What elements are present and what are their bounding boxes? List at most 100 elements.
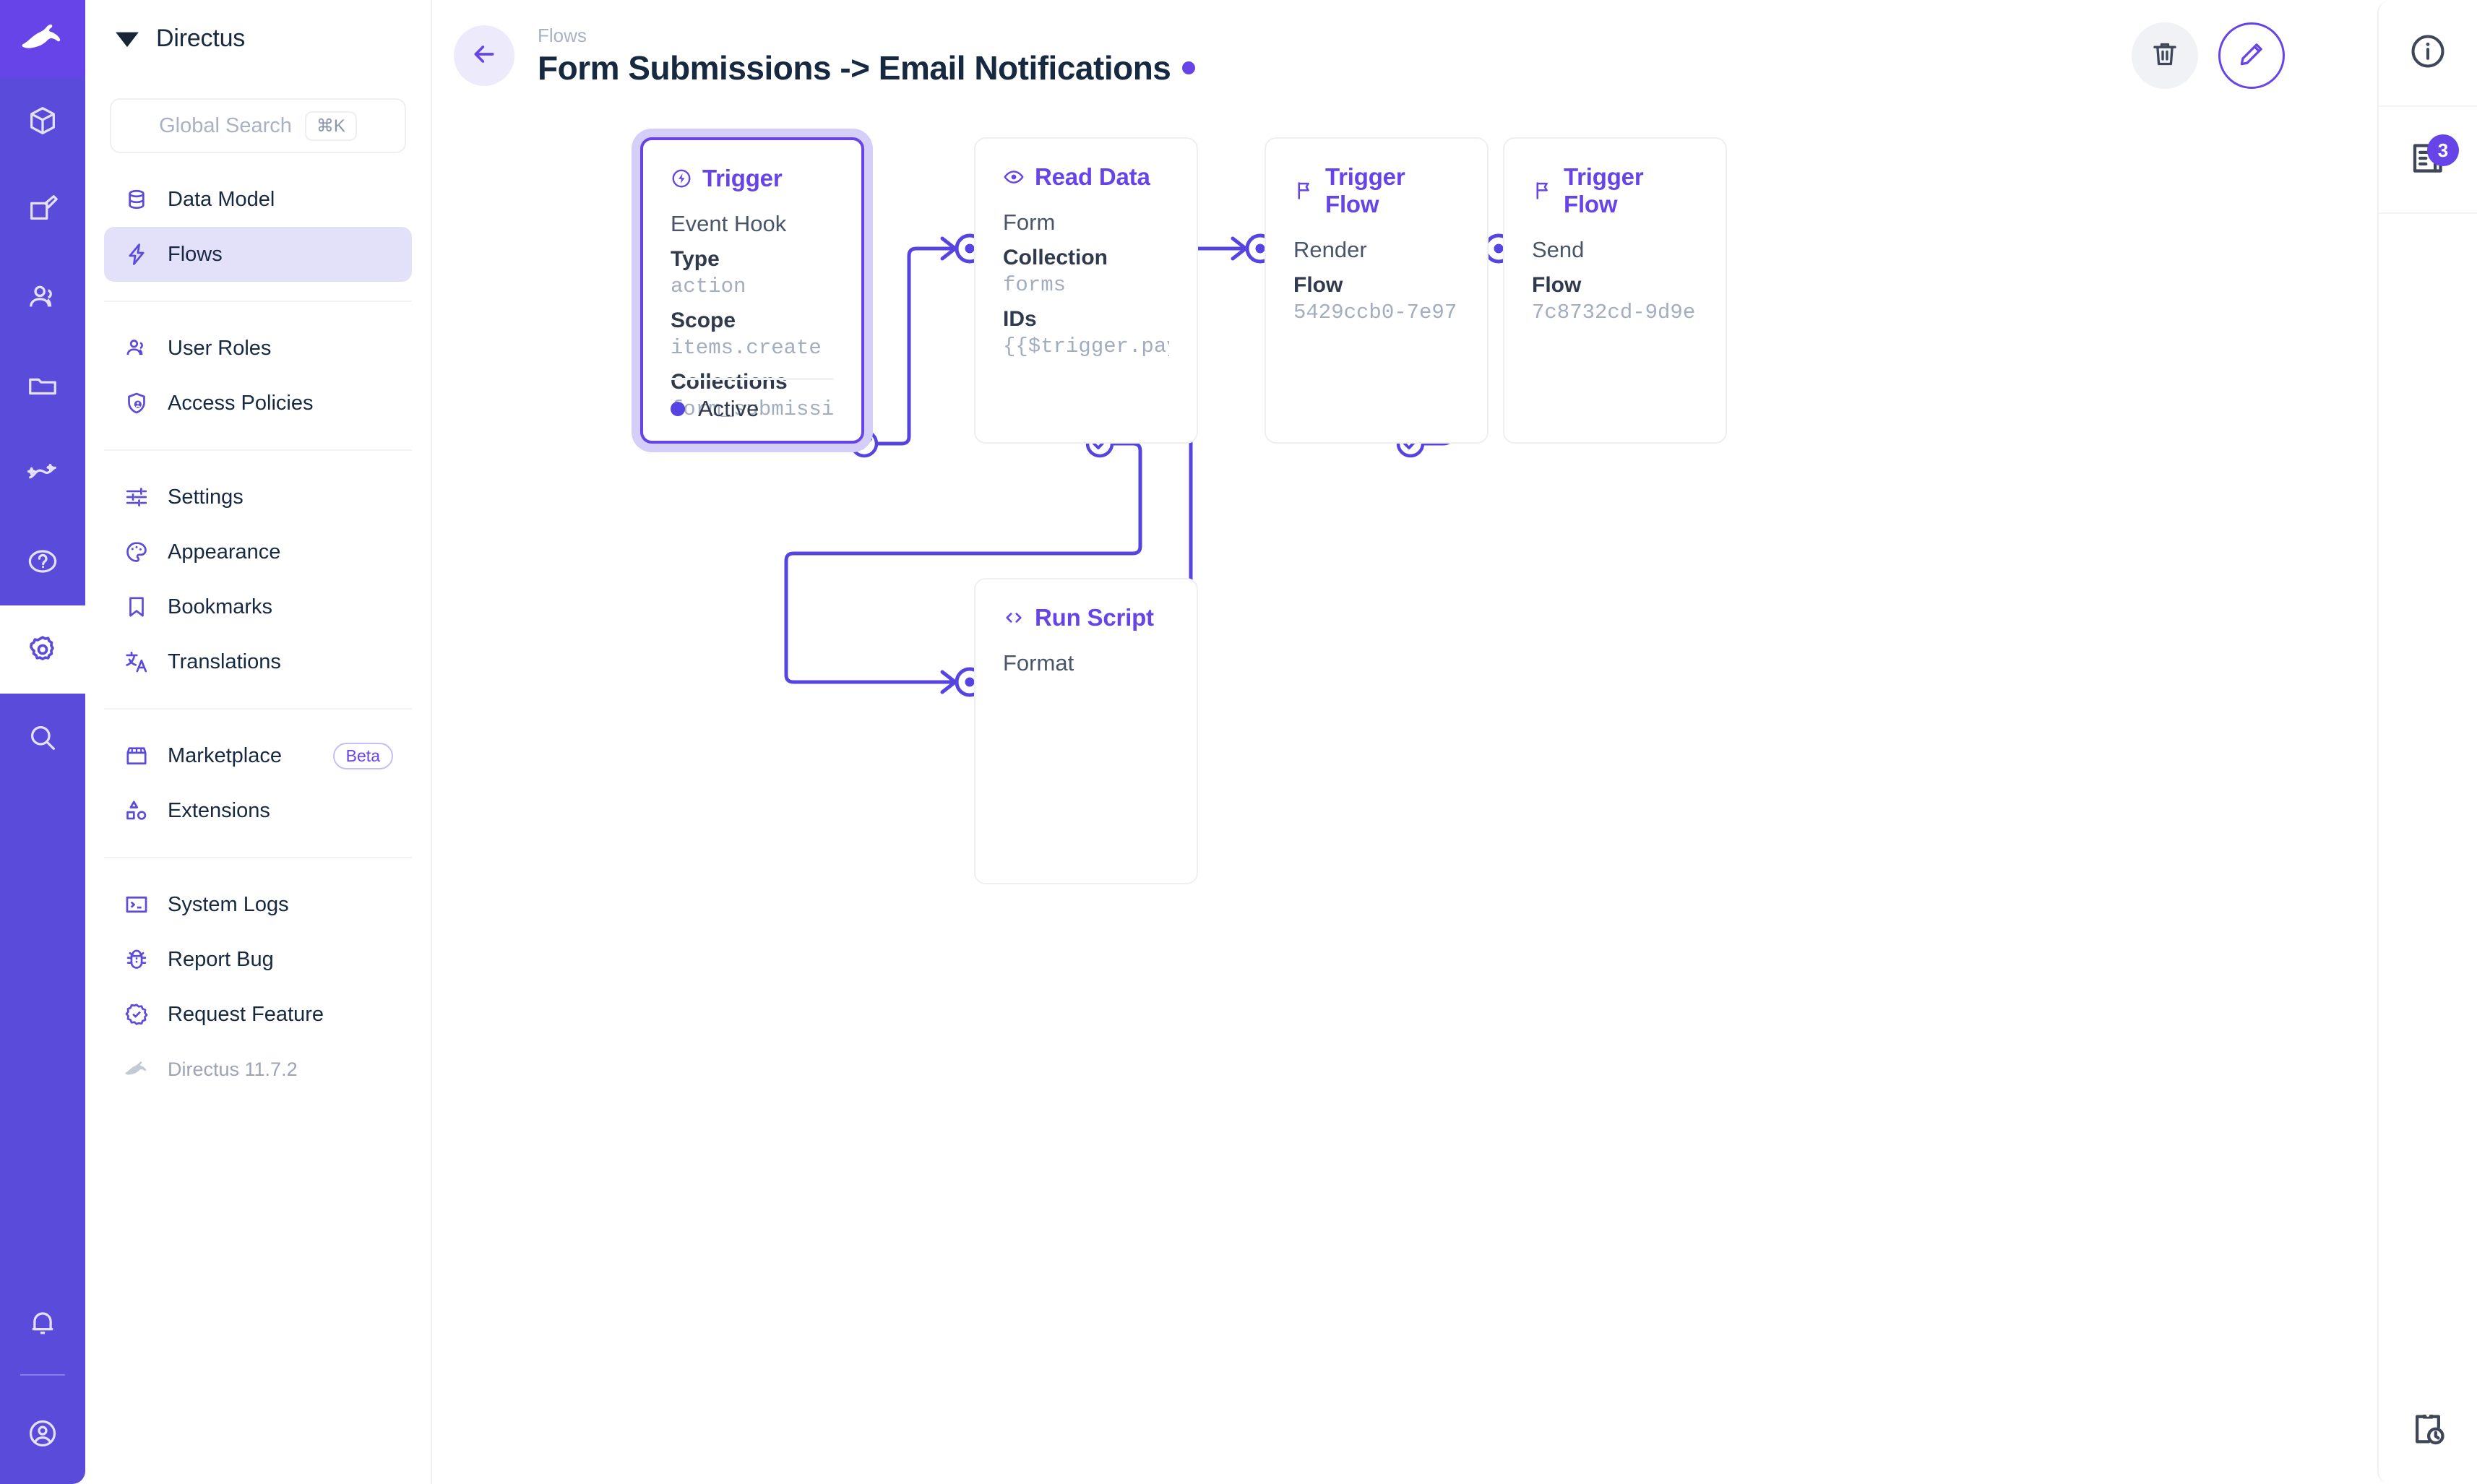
sidebar-item-appearance[interactable]: Appearance (104, 525, 412, 579)
node-operation: Render (1293, 237, 1367, 262)
nav-group-support: System Logs Report Bug Request Feature (104, 857, 412, 1097)
breadcrumb[interactable]: Flows (538, 24, 587, 46)
field-key: Type (671, 247, 720, 271)
bolt-circle-icon (671, 168, 692, 189)
field-value: form_submissions (671, 397, 834, 421)
sidebar-item-label: Flows (168, 242, 223, 266)
sidebar-item-user-roles[interactable]: User Roles (104, 321, 412, 376)
sidebar-item-flows[interactable]: Flows (104, 227, 412, 282)
node-title-label: Trigger Flow (1325, 163, 1405, 217)
revisions-badge: 3 (2427, 134, 2459, 166)
field-key: Collection (1003, 246, 1108, 269)
sidebar-item-request-feature[interactable]: Request Feature (104, 987, 412, 1042)
search-input[interactable]: Global Search ⌘K (110, 98, 406, 153)
eye-icon (1003, 166, 1025, 188)
breadcrumb-and-title: Flows Form Submissions -> Email Notifica… (538, 24, 1196, 87)
bolt-icon (123, 241, 150, 268)
page-title: Form Submissions -> Email Notifications (538, 48, 1171, 87)
sidebar-item-label: Report Bug (168, 947, 274, 971)
sidebar-item-label: User Roles (168, 336, 272, 360)
node-status: Active (671, 378, 834, 422)
account-button[interactable] (0, 1383, 85, 1484)
sidebar-item-label: Extensions (168, 798, 270, 822)
terminal-icon (123, 891, 150, 918)
page-header: Flows Form Submissions -> Email Notifica… (432, 0, 2377, 111)
shapes-icon (123, 797, 150, 824)
flag-icon (1293, 180, 1315, 202)
node-title: Trigger Flow (1532, 163, 1698, 218)
directus-rabbit-logo[interactable] (0, 0, 85, 77)
module-content[interactable] (0, 77, 85, 165)
sidebar-item-access-policies[interactable]: Access Policies (104, 376, 412, 431)
shield-user-icon (123, 389, 150, 417)
info-button[interactable] (2378, 0, 2477, 107)
field-value: action (671, 275, 746, 298)
module-users[interactable] (0, 253, 85, 341)
flow-node-trigger[interactable]: Trigger Event Hook Type action Scope ite… (640, 137, 864, 444)
clipboard-clock-icon (2408, 1410, 2447, 1452)
code-brackets-icon (1003, 607, 1025, 629)
rail-divider (20, 1374, 65, 1376)
module-editor[interactable] (0, 165, 85, 253)
node-title: Trigger Flow (1293, 163, 1460, 218)
flow-logs-button[interactable] (2378, 1377, 2477, 1484)
flow-node-run-script[interactable]: Run Script Format (974, 578, 1198, 884)
node-title: Read Data (1003, 163, 1169, 191)
flow-canvas[interactable]: Trigger Event Hook Type action Scope ite… (432, 111, 2377, 1484)
sidebar-item-data-model[interactable]: Data Model (104, 172, 412, 227)
field-value: items.create (671, 336, 822, 360)
sidebar-item-label: Access Policies (168, 391, 314, 415)
field-key: Flow (1532, 273, 1582, 297)
status-dot (671, 402, 685, 416)
node-title-label: Read Data (1035, 163, 1150, 190)
sidebar-item-translations[interactable]: Translations (104, 634, 412, 689)
status-dot (1182, 61, 1196, 74)
bug-icon (123, 946, 150, 973)
sidebar-item-label: Translations (168, 650, 281, 673)
back-button[interactable] (454, 25, 514, 86)
node-operation: Send (1532, 237, 1585, 262)
node-title: Trigger (671, 165, 834, 192)
field-key: Collections (671, 370, 788, 394)
sidebar-item-bookmarks[interactable]: Bookmarks (104, 579, 412, 634)
module-files[interactable] (0, 341, 85, 429)
nav-group-settings: Settings Appearance Bookmarks (104, 449, 412, 689)
directus-mark-icon (113, 22, 142, 55)
sidebar-item-marketplace[interactable]: Marketplace Beta (104, 728, 412, 783)
info-circle-icon (2408, 32, 2447, 74)
status-label: Active (698, 396, 759, 421)
module-docs[interactable] (0, 517, 85, 605)
field-key: Scope (671, 309, 736, 332)
project-header[interactable]: Directus (104, 0, 412, 77)
badge-check-icon (123, 1001, 150, 1028)
node-title: Run Script (1003, 604, 1169, 631)
sidebar-item-label: Request Feature (168, 1002, 324, 1026)
sidebar-item-system-logs[interactable]: System Logs (104, 877, 412, 932)
notifications-button[interactable] (0, 1279, 85, 1367)
flow-node-read-data[interactable]: Read Data Form Collection forms IDs {{$t… (974, 137, 1198, 444)
delete-flow-button[interactable] (2132, 22, 2198, 89)
nav-group-data: Data Model Flows (104, 172, 412, 282)
field-key: IDs (1003, 307, 1037, 331)
sidebar-version-label: Directus 11.7.2 (168, 1058, 298, 1080)
flow-node-trigger-flow-send[interactable]: Trigger Flow Send Flow 7c8732cd-9d9e-44b… (1503, 137, 1727, 444)
arrow-left-icon (470, 40, 499, 72)
sidebar-item-report-bug[interactable]: Report Bug (104, 932, 412, 987)
sidebar-item-extensions[interactable]: Extensions (104, 783, 412, 838)
node-title-label: Trigger Flow (1564, 163, 1644, 217)
module-rail (0, 0, 85, 1484)
people-icon (123, 335, 150, 362)
header-actions (2132, 22, 2285, 89)
revisions-button[interactable]: 3 (2378, 107, 2477, 214)
sidebar-item-settings[interactable]: Settings (104, 470, 412, 525)
nav-group-extend: Marketplace Beta Extensions (104, 708, 412, 838)
database-icon (123, 186, 150, 213)
module-settings[interactable] (0, 605, 85, 694)
flow-node-trigger-flow-render[interactable]: Trigger Flow Render Flow 5429ccb0-7e97-4… (1265, 137, 1489, 444)
field-value: forms (1003, 273, 1067, 297)
module-insights[interactable] (0, 429, 85, 517)
node-title-label: Trigger (702, 165, 783, 191)
module-search[interactable] (0, 694, 85, 782)
edit-flow-button[interactable] (2218, 22, 2285, 89)
sidebar-item-label: Marketplace (168, 743, 282, 767)
